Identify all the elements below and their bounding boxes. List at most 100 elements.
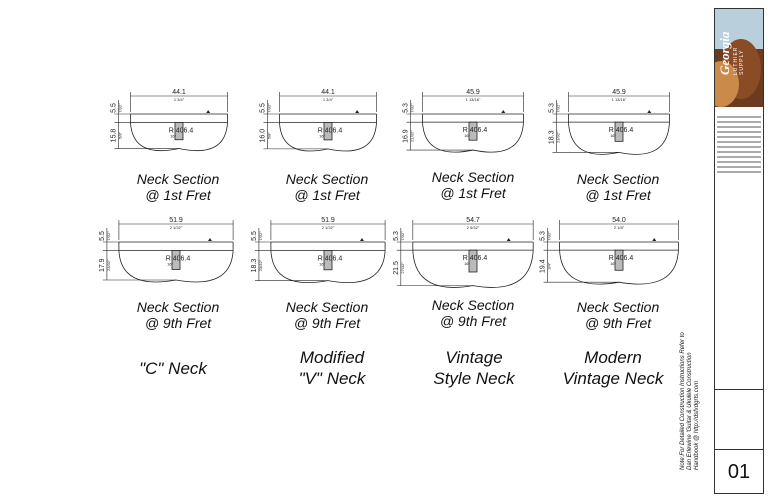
height1-mm: 5.3 [540,231,547,241]
width-dimension [422,92,524,112]
width-mm: 44.1 [172,89,186,96]
width-dimension [279,92,377,112]
radius-label: R 406.4 [318,255,343,262]
height2-mm: 15.8 [110,129,117,143]
height2-mm: 18.3 [549,130,556,144]
radius-arrow [652,238,657,241]
radius-label: R 406.4 [318,127,343,134]
height2-inch: 23/32" [556,131,561,143]
height-dimension [552,100,619,153]
caption-v-9th: Neck Section@ 9th Fret [285,299,369,331]
width-mm: 51.9 [321,217,335,224]
width-mm: 54.0 [612,217,626,224]
truss-rod [323,250,333,271]
caption-modern-1st: Neck Section@ 1st Fret [576,171,660,203]
height2-inch: 27/32" [400,262,405,274]
width-mm: 45.9 [466,89,480,96]
height1-inch: 7/32" [400,231,405,241]
height-dimension [254,228,328,281]
radius-arrow [501,110,506,113]
radius-label: R 406.4 [166,255,191,262]
width-inch: 1 13/16" [612,97,627,102]
caption-vintage-1st: Neck Section@ 1st Fret [431,169,515,201]
section-outline [568,113,670,155]
height2-inch: 23/32" [258,259,263,271]
radius-label: R 406.4 [169,127,194,134]
height1-mm: 5.3 [393,231,400,241]
width-dimension [412,220,534,240]
neck-name-modified-v: Modified"V" Neck [298,348,366,388]
brand-logo: Georgia LUTHIER SUPPLY [715,9,763,107]
radius-arrow [647,110,652,113]
radius-label: R 406.4 [463,255,488,262]
width-inch: 2 1/32" [322,225,335,230]
section-outline [559,241,679,285]
height1-mm: 5.5 [99,231,106,241]
width-inch: 2 5/32" [467,225,480,230]
radius-arrow [506,238,511,241]
title-block: Georgia LUTHIER SUPPLY 01 [714,8,764,494]
radius-inch: 16" [464,133,470,138]
width-dimension [559,220,679,240]
caption-modern-9th: Neck Section@ 9th Fret [576,299,660,331]
height2-inch: 5/8" [266,132,271,140]
height2-mm: 21.5 [393,261,400,275]
height1-mm: 5.3 [403,103,410,113]
height1-inch: 7/32" [106,231,111,241]
height1-inch: 7/32" [556,103,561,113]
truss-rod [614,249,624,271]
caption-c-1st: Neck Section@ 1st Fret [136,171,220,203]
height2-mm: 18.3 [251,259,258,273]
height2-mm: 17.9 [99,258,106,272]
height-dimension [102,228,176,281]
height1-mm: 5.5 [110,103,117,113]
radius-inch: 16" [319,133,325,138]
height1-inch: 7/32" [547,231,552,241]
truss-rod [614,121,624,142]
radius-arrow [359,238,364,241]
truss-rod [468,249,478,273]
height1-mm: 5.5 [251,231,258,241]
width-dimension [270,220,386,240]
height1-mm: 5.5 [259,103,266,113]
section-outline [412,241,534,288]
width-mm: 51.9 [169,217,183,224]
width-dimension [568,92,670,112]
page-number: 01 [715,449,763,494]
height-dimension [263,100,328,150]
height-dimension [396,228,473,286]
width-mm: 54.7 [466,217,480,224]
truss-rod [323,122,333,141]
width-dimension [130,92,228,112]
width-inch: 1 3/4" [323,97,334,102]
width-dimension [118,220,234,240]
truss-rod [468,121,478,141]
radius-arrow [355,110,360,113]
construction-note: Note:For Detailed Construction Instructi… [680,332,700,470]
radius-inch: 16" [610,133,616,138]
height2-inch: 23/32" [106,259,111,271]
height2-mm: 16.0 [259,129,266,143]
height1-mm: 5.3 [549,103,556,113]
brand-subtitle: LUTHIER SUPPLY [733,46,745,75]
height2-mm: 16.9 [403,129,410,143]
width-inch: 1 13/16" [466,97,481,102]
height2-inch: 5/8" [117,131,122,139]
revision-table [715,389,763,450]
radius-inch: 16" [319,261,325,266]
brand-name: Georgia [717,31,732,75]
width-inch: 2 1/8" [614,225,625,230]
width-inch: 2 1/32" [170,225,183,230]
radius-inch: 16" [170,133,176,138]
radius-label: R 406.4 [609,255,634,262]
